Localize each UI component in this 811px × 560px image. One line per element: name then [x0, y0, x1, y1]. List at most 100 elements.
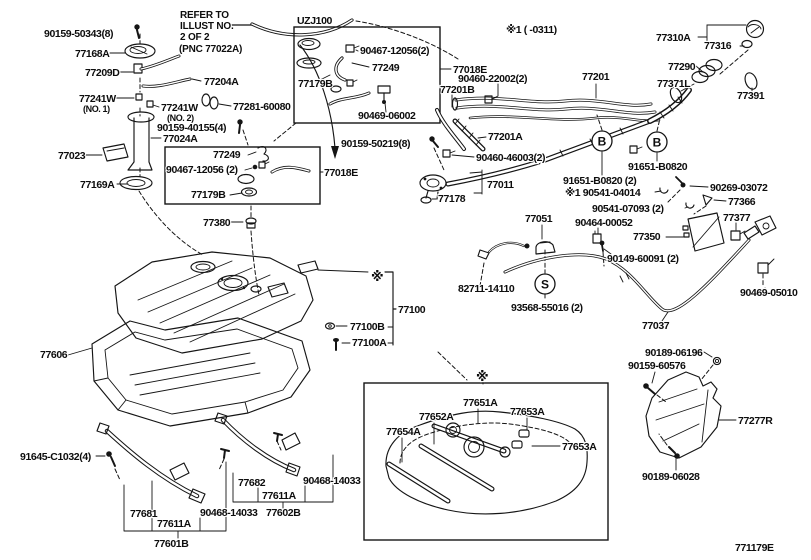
part-label-90460-22002: 90460-22002(2) — [458, 73, 527, 85]
part-label-90460-46003: 90460-46003(2) — [476, 152, 545, 164]
tube-77281 — [201, 93, 219, 110]
clip-77366 — [702, 194, 713, 206]
pad-leader — [317, 269, 369, 273]
part-label-refer-4: (PNC 77022A) — [179, 44, 242, 55]
part-label-77653a-1: 77653A — [510, 406, 545, 418]
opening-ring — [445, 422, 461, 438]
part-label-77380: 77380 — [203, 217, 231, 229]
clamp-icon — [629, 145, 643, 154]
tank-top-outline — [385, 410, 588, 515]
clamp-icon — [442, 149, 456, 158]
bolt-90189-06028 — [668, 446, 680, 459]
part-label-90149-60091: 90149-60091 (2) — [607, 253, 679, 265]
part-label-91645-c1032: 91645-C1032(4) — [20, 451, 91, 463]
flag-s-1: S — [534, 273, 556, 295]
clip-90541-07093 — [685, 202, 695, 209]
part-label-77611a-1: 77611A — [157, 518, 192, 530]
strap-end-plate — [188, 488, 206, 504]
grommet-77380 — [245, 217, 257, 229]
grommet-icon — [330, 85, 342, 93]
part-label-77277r: 77277R — [738, 415, 773, 427]
part-label-77371l: 77371L — [657, 78, 691, 90]
strap-end-plate — [96, 422, 110, 435]
opening-ring — [463, 436, 485, 458]
strap-end-plate — [285, 462, 301, 477]
gasket-77316 — [741, 39, 753, 49]
gasket-77371l — [669, 86, 683, 104]
gasket-77169a — [119, 175, 153, 191]
strap-keeper-77611a — [281, 432, 301, 451]
part-label-90467-12056-a: 90467-12056(2) — [360, 45, 429, 57]
part-label-77249-b: 77249 — [213, 149, 241, 161]
asterisk-protector-box: ※ — [476, 369, 488, 384]
part-label-90468-14033-2: 90468-14033 — [303, 475, 361, 487]
part-label-77037: 77037 — [642, 320, 670, 332]
clamp-icon — [258, 161, 270, 169]
construction-dashes — [114, 20, 764, 481]
part-label-77018e-b: 77018E — [324, 167, 358, 179]
part-label-77366: 77366 — [728, 196, 756, 208]
part-label-90469-05010: 90469-05010 — [740, 287, 798, 299]
flag-s-1-letter: S — [541, 278, 549, 292]
part-label-77241w-no1: 77241W — [79, 93, 116, 105]
part-label-77391: 77391 — [737, 90, 765, 102]
clip-90464 — [592, 230, 602, 244]
part-label-77611a-2: 77611A — [262, 490, 297, 502]
leader-lines — [67, 24, 766, 471]
part-label-90159-60576: 90159-60576 — [628, 360, 686, 372]
part-label-uzj100: UZJ100 — [297, 15, 333, 27]
part-label-77168a: 77168A — [75, 48, 110, 60]
part-label-77682: 77682 — [238, 477, 266, 489]
part-label-77011: 77011 — [487, 179, 514, 191]
clamp-icon — [346, 79, 358, 87]
part-label-77179b-a: 77179B — [298, 78, 333, 90]
gasket-icon — [296, 57, 322, 69]
skid-plate — [91, 317, 311, 427]
strap-keeper-77611a — [169, 462, 190, 481]
pad-77653a — [518, 429, 530, 438]
stud-90468 — [220, 448, 230, 459]
strap-77602b — [220, 417, 297, 473]
bolt-icon — [429, 136, 439, 148]
part-label-77051: 77051 — [525, 213, 553, 225]
part-label-82711-14110: 82711-14110 — [458, 283, 515, 295]
gasket-icon — [297, 37, 321, 51]
pump-bracket-77024a — [127, 111, 155, 171]
nut-90189-06196 — [712, 356, 722, 366]
tank-cap-small — [250, 285, 262, 293]
clamp-icon — [345, 44, 360, 53]
bottom-protector-box — [363, 382, 609, 541]
part-label-91651-b0820-2: 91651-B0820 (2) — [563, 175, 636, 187]
fuel-cap-77310a — [745, 19, 765, 39]
bolt-91645 — [106, 451, 116, 467]
gasket-77391 — [744, 72, 758, 90]
tank-opening-large — [217, 274, 249, 292]
part-label-90269-03072: 90269-03072 — [710, 182, 768, 194]
clamp-77051 — [535, 241, 556, 255]
clip-90469-05010 — [757, 258, 775, 274]
tank-opening-small — [190, 260, 216, 274]
flag-b-1: B — [591, 130, 613, 152]
part-label-77201: 77201 — [582, 71, 610, 83]
part-label-90469-06002: 90469-06002 — [358, 110, 416, 122]
part-label-77601b: 77601B — [154, 538, 189, 550]
opening-ring — [499, 446, 511, 458]
bolt-77100a — [333, 338, 339, 351]
part-label-91651-b0820: 91651-B0820 — [628, 161, 688, 173]
inset-box-uzj100 — [293, 26, 441, 124]
hose-77249 — [334, 56, 347, 82]
part-label-77178: 77178 — [438, 193, 466, 205]
filler-pipe-assembly — [419, 19, 765, 204]
flag-b-2-letter: B — [653, 136, 662, 150]
part-label-93568-55016: 93568-55016 (2) — [511, 302, 583, 314]
cup-icon — [237, 173, 255, 185]
tank-bracket — [267, 282, 289, 298]
part-label-77169a: 77169A — [80, 179, 115, 191]
part-label-90541-07093: 90541-07093 (2) — [592, 203, 664, 215]
strap-bracket-lines — [232, 454, 334, 509]
tank-label-bracket — [324, 271, 397, 351]
part-label-drawing-code: 771179E — [735, 542, 774, 554]
flag-b-2: B — [646, 131, 668, 153]
part-label-77018e-a: 77018E — [453, 64, 487, 76]
sender-77023 — [102, 143, 129, 162]
